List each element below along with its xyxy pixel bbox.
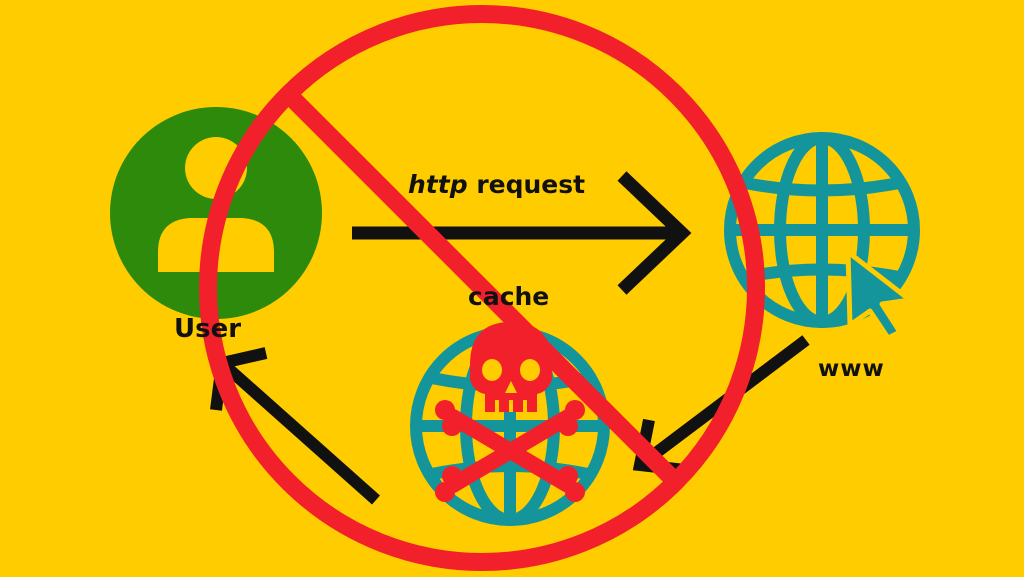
globe-skull-crossbones-icon (410, 322, 610, 526)
cache-label: cache (468, 282, 550, 311)
no-entry-sign-icon (199, 5, 765, 571)
globe-cursor-icon (724, 132, 920, 341)
user-label: User (174, 314, 242, 344)
request-arrow (352, 171, 692, 295)
http-request-label: http request (408, 170, 585, 199)
www-label: www (818, 356, 885, 382)
request-suffix-text: request (467, 170, 586, 199)
request-protocol-text: http (408, 170, 468, 199)
